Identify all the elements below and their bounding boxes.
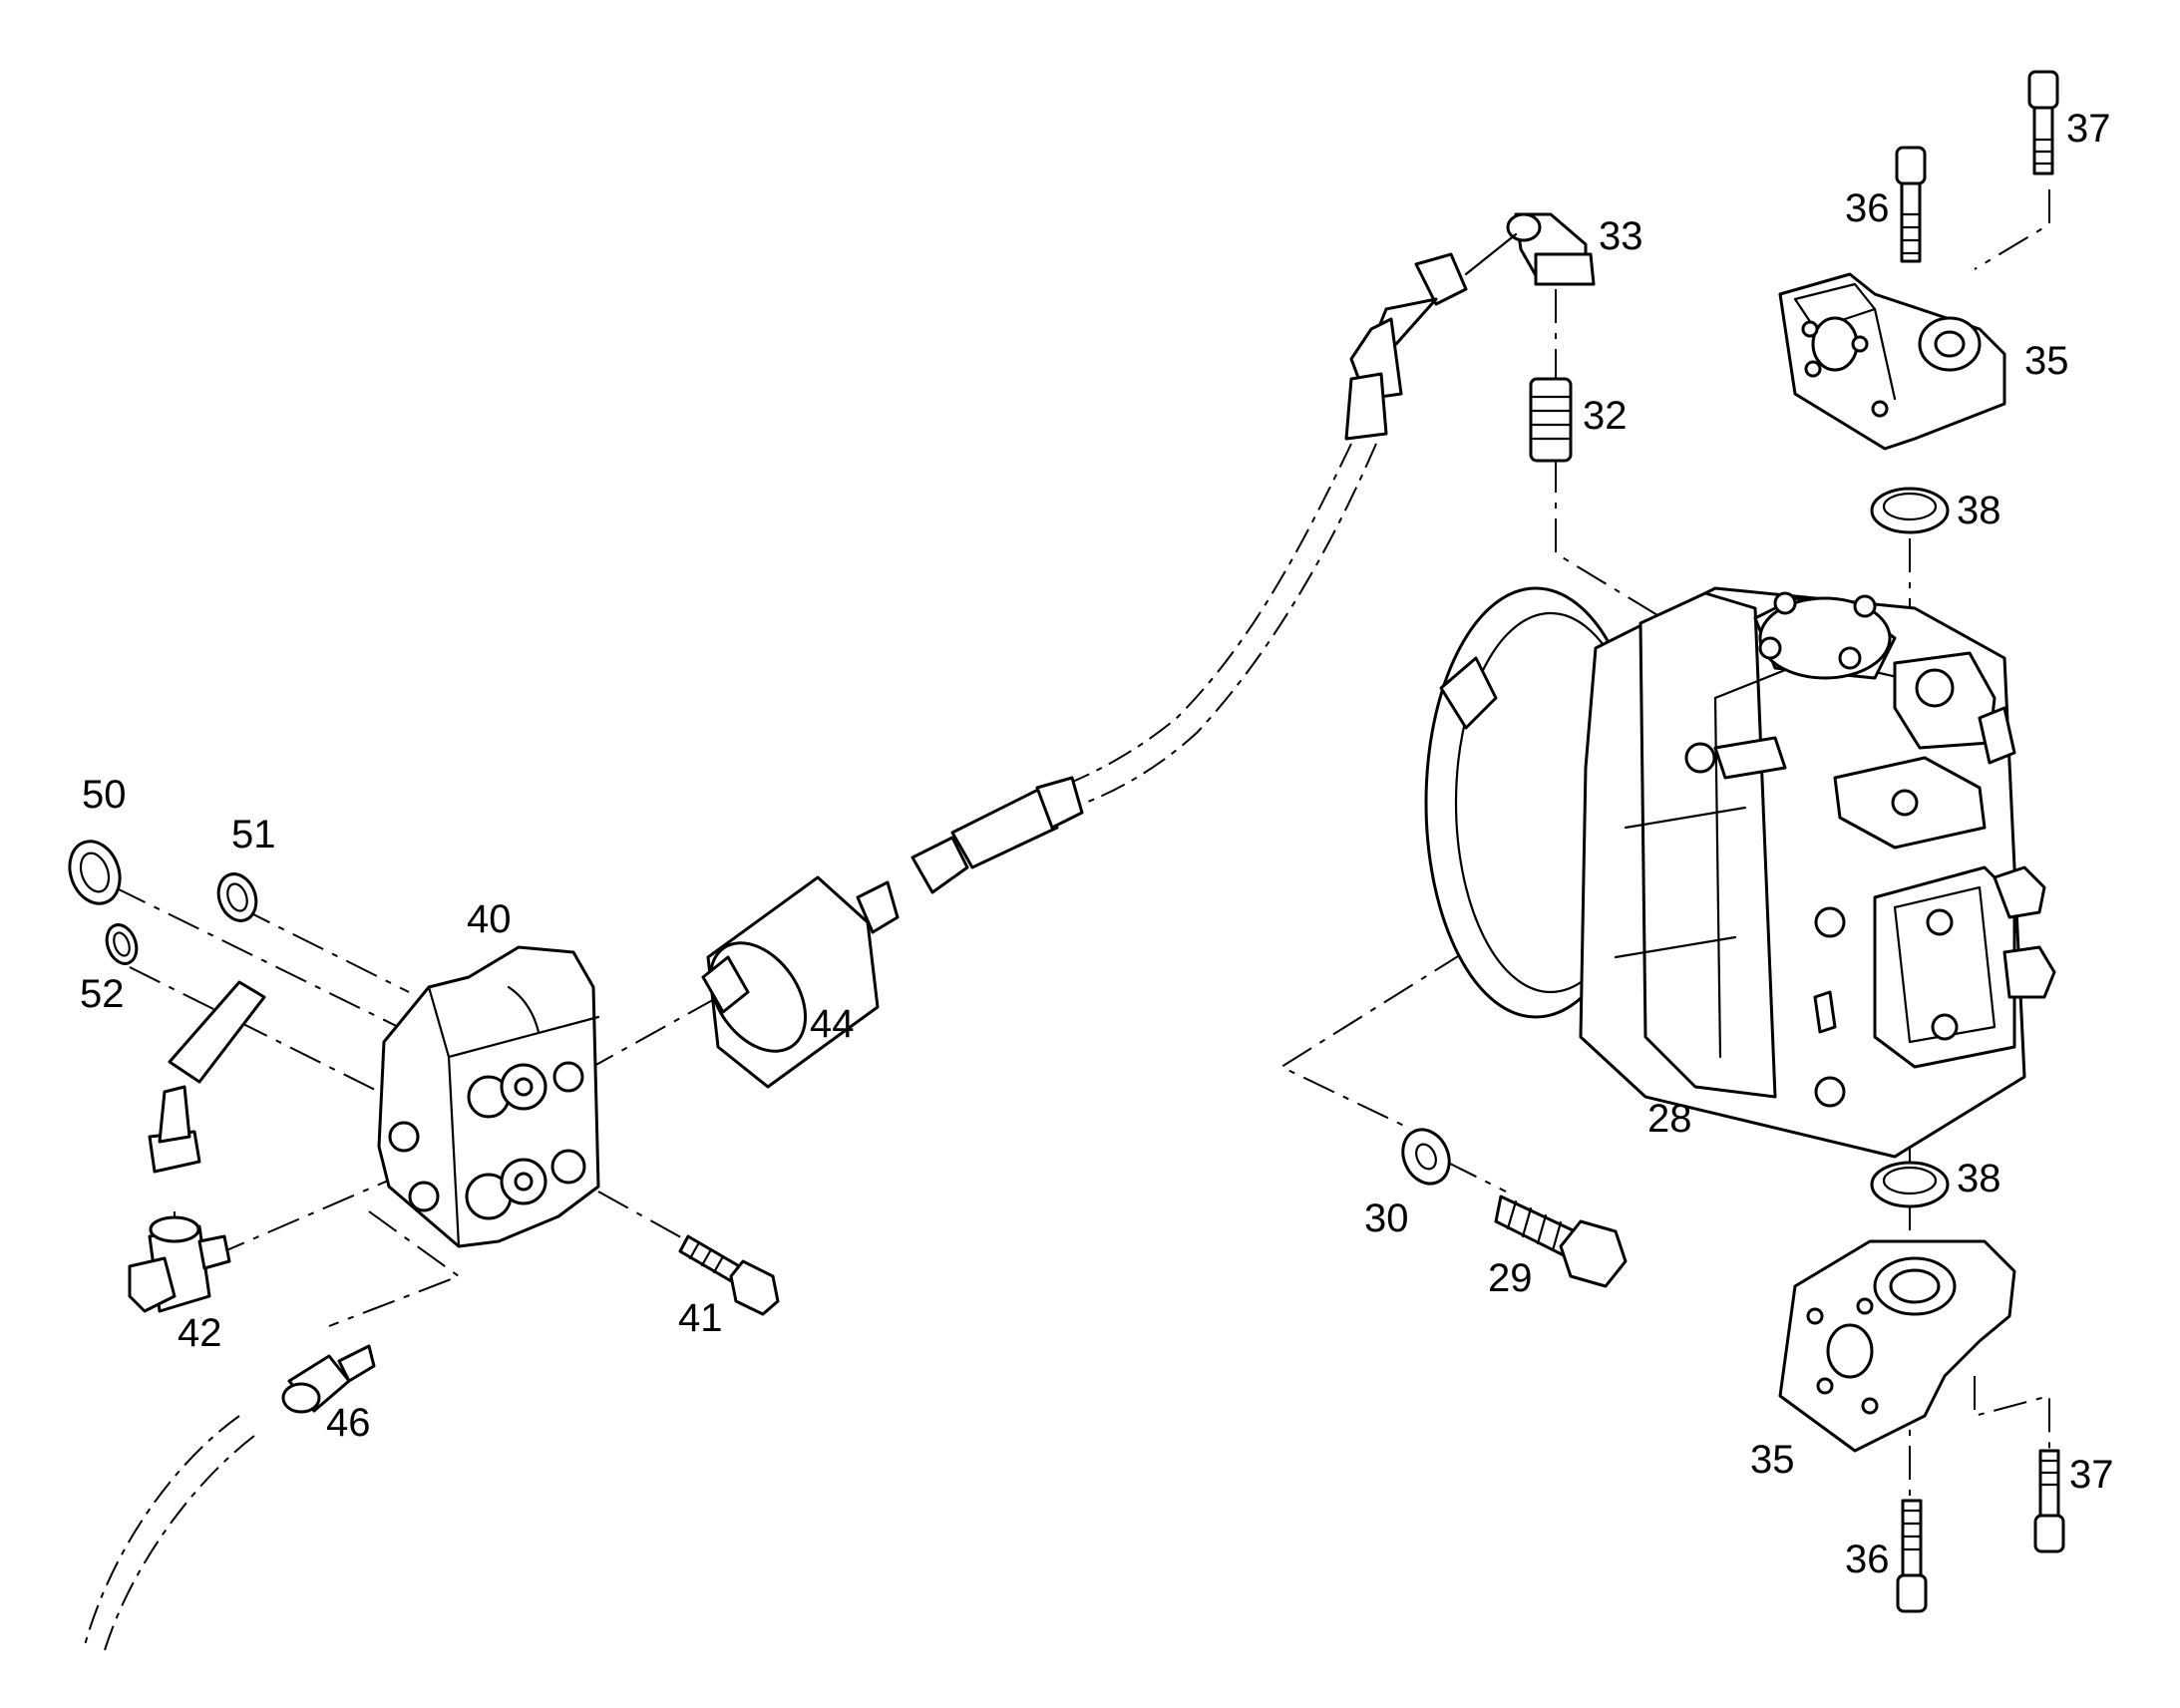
callout-50: 50	[82, 773, 127, 817]
fitting-32	[1529, 377, 1573, 463]
callout-29: 29	[1488, 1256, 1533, 1300]
screw-36-lower	[1896, 1499, 1928, 1613]
seal-ring-51	[216, 872, 258, 922]
tee-fitting-42	[128, 1215, 231, 1313]
screw-41	[678, 1234, 780, 1316]
callout-44: 44	[810, 1002, 855, 1046]
callout-52: 52	[80, 972, 125, 1016]
callout-labels: 28 29 30 32 33 35 35 36 36 37 37 38 38 4…	[80, 107, 2114, 1581]
screw-37-lower	[2033, 1449, 2065, 1553]
callout-32: 32	[1583, 394, 1628, 438]
valve-body-40	[377, 945, 600, 1248]
callout-35-upper: 35	[2024, 339, 2069, 383]
elbow-fitting-33	[1506, 212, 1596, 286]
callout-37-lower: 37	[2069, 1453, 2114, 1497]
callout-42: 42	[178, 1311, 222, 1355]
flange-block-35-upper	[1778, 272, 2006, 451]
flange-block-35-lower	[1778, 1239, 2016, 1453]
o-ring-38-upper	[1870, 487, 1950, 534]
screw-36-upper	[1895, 146, 1927, 263]
fitting-46	[281, 1344, 376, 1414]
bolt-29	[1494, 1195, 1628, 1288]
hose-lines	[84, 443, 1377, 1651]
screw-37-upper	[2027, 70, 2059, 175]
o-ring-38-lower	[1870, 1161, 1950, 1208]
seal-ring-52	[105, 923, 139, 965]
hose-end-upper	[1344, 232, 1518, 441]
filter-44	[701, 875, 900, 1089]
callout-51: 51	[231, 813, 276, 856]
callout-30: 30	[1364, 1196, 1409, 1240]
hose-end-middle	[910, 776, 1084, 894]
callout-37-upper: 37	[2066, 107, 2111, 151]
washer-30	[1401, 1128, 1451, 1186]
callout-38-upper: 38	[1957, 489, 2001, 532]
callout-36-lower: 36	[1845, 1537, 1890, 1581]
callout-35-lower: 35	[1750, 1438, 1795, 1482]
callout-33: 33	[1599, 214, 1643, 258]
callout-46: 46	[326, 1401, 371, 1445]
pump-assembly-28	[1424, 586, 2056, 1159]
callout-36-upper: 36	[1845, 186, 1890, 230]
callout-38-lower: 38	[1957, 1157, 2001, 1200]
seal-ring-50	[68, 840, 122, 905]
callout-40: 40	[467, 897, 512, 941]
callout-41: 41	[678, 1296, 723, 1340]
hose-end-left	[148, 980, 266, 1174]
callout-28: 28	[1647, 1097, 1692, 1141]
